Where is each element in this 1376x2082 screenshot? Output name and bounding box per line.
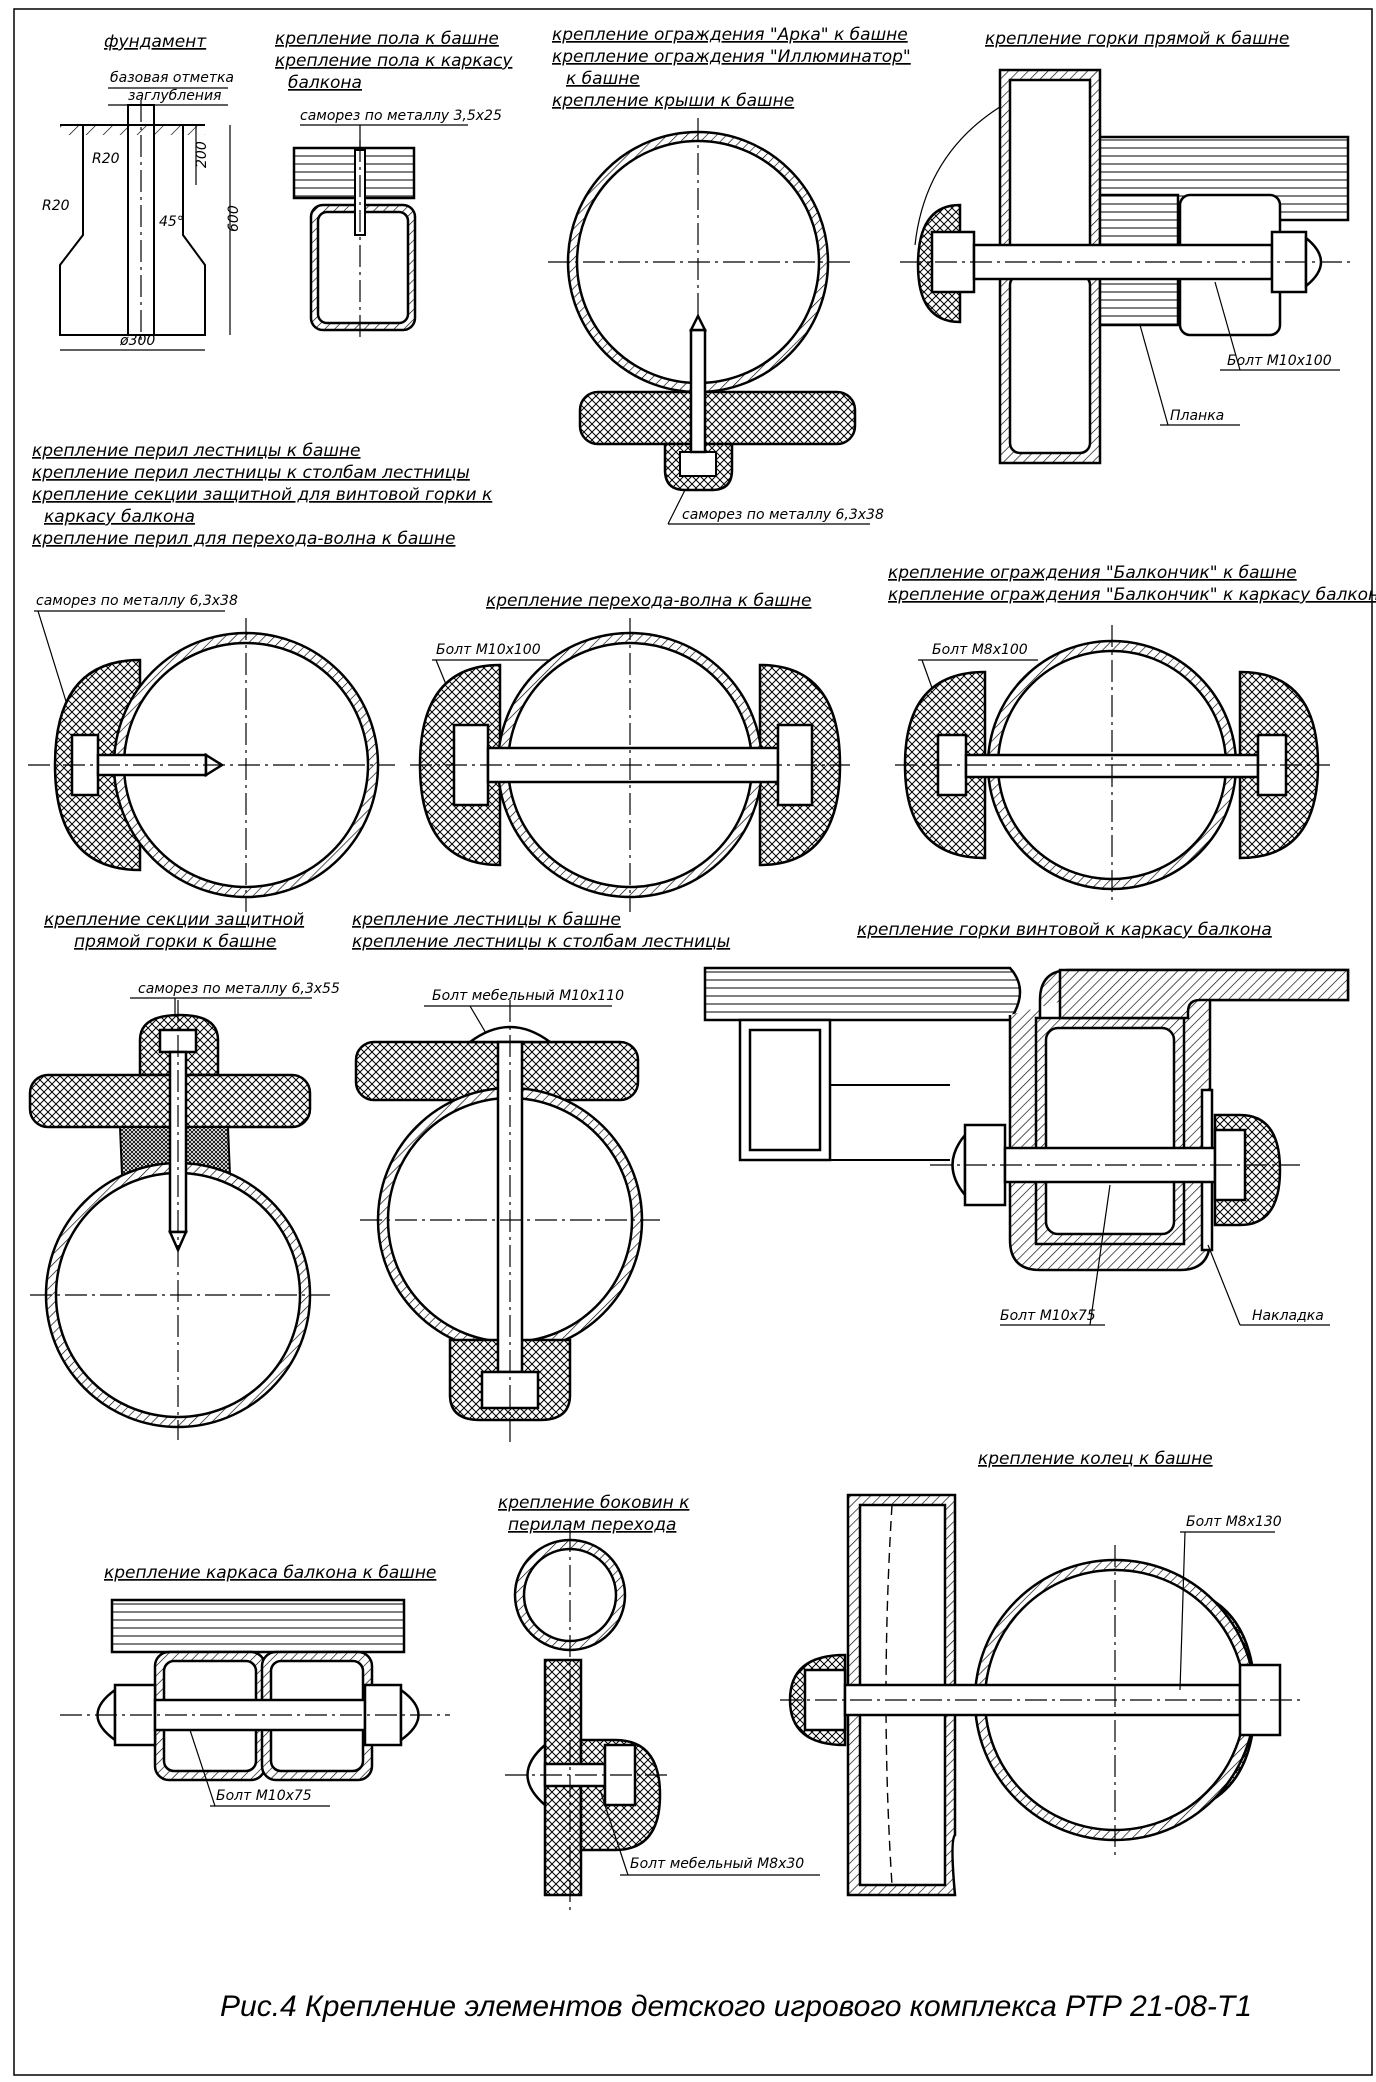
detail-rings: крепление колец к башне Болт М8х130 bbox=[780, 1449, 1300, 1897]
floor-title-2: крепление пола к каркасу bbox=[275, 51, 513, 71]
ladder-title-2: крепление лестницы к столбам лестницы bbox=[352, 932, 730, 952]
ladder-title-1: крепление лестницы к башне bbox=[352, 910, 621, 930]
railings-title-1: крепление перил лестницы к башне bbox=[32, 441, 361, 461]
detail-foundation: фундамент базовая отметка заглубления 60… bbox=[42, 32, 242, 351]
detail-balcony-fence: крепление ограждения "Балкончик" к башне… bbox=[888, 563, 1376, 905]
dim-d300: ø300 bbox=[119, 333, 155, 349]
side-panels-title-2: перилам перехода bbox=[508, 1515, 676, 1535]
wave-bolt-label: Болт М10х100 bbox=[436, 642, 541, 658]
ladder-bolt-label: Болт мебельный М10х110 bbox=[432, 988, 624, 1004]
detail-ladder: крепление лестницы к башне крепление лес… bbox=[352, 910, 730, 1445]
wave-title: крепление перехода-волна к башне bbox=[486, 591, 812, 611]
arch-title-4: крепление крыши к башне bbox=[552, 91, 794, 111]
straight-slide-bolt-label: Болт М10х100 bbox=[1227, 353, 1332, 369]
figure-caption: Рис.4 Крепление элементов детского игров… bbox=[220, 1990, 1252, 2023]
railings-titles: крепление перил лестницы к башне креплен… bbox=[32, 441, 493, 549]
side-panels-title-1: крепление боковин к bbox=[498, 1493, 690, 1513]
arch-screw-label: саморез по металлу 6,3х38 bbox=[682, 507, 884, 523]
screw-view-label: саморез по металлу 6,3х38 bbox=[36, 593, 238, 609]
angle-45: 45° bbox=[159, 214, 184, 230]
rings-title: крепление колец к башне bbox=[978, 1449, 1213, 1469]
rings-bolt-label: Болт М8х130 bbox=[1186, 1514, 1282, 1530]
detail-arch: крепление ограждения "Арка" к башне креп… bbox=[548, 25, 911, 525]
spiral-slide-bolt-label: Болт М10х75 bbox=[1000, 1308, 1096, 1324]
railings-title-3: крепление секции защитной для винтовой г… bbox=[32, 485, 493, 505]
balcony-frame-bolt-label: Болт М10х75 bbox=[216, 1788, 312, 1804]
r20-label-a: R20 bbox=[92, 151, 120, 167]
detail-side-panels: крепление боковин к перилам перехода Бол… bbox=[498, 1493, 820, 1910]
arch-title-3: к башне bbox=[566, 69, 640, 89]
dim-200: 200 bbox=[194, 141, 210, 168]
r20-label-b: R20 bbox=[42, 198, 70, 214]
detail-spiral-slide: крепление горки винтовой к каркасу балко… bbox=[703, 920, 1350, 1326]
straight-slide-title: крепление горки прямой к башне bbox=[985, 29, 1289, 49]
balcony-frame-title: крепление каркаса балкона к башне bbox=[104, 1563, 436, 1583]
base-mark-label: базовая отметка bbox=[110, 70, 234, 86]
protect-title-1: крепление секции защитной bbox=[44, 910, 304, 930]
railings-title-5: крепление перил для перехода-волна к баш… bbox=[32, 529, 455, 549]
balcony-fence-bolt-label: Болт М8х100 bbox=[932, 642, 1028, 658]
straight-slide-plate-label: Планка bbox=[1170, 408, 1224, 424]
railings-title-4: каркасу балкона bbox=[44, 507, 195, 527]
foundation-title: фундамент bbox=[104, 32, 207, 52]
floor-screw-label: саморез по металлу 3,5х25 bbox=[300, 108, 502, 124]
spiral-slide-overlay-label: Накладка bbox=[1252, 1308, 1324, 1324]
protect-title-2: прямой горки к башне bbox=[74, 932, 276, 952]
arch-title-1: крепление ограждения "Арка" к башне bbox=[552, 25, 908, 45]
detail-straight-slide: крепление горки прямой к башне Болт М10х… bbox=[900, 29, 1350, 465]
side-panels-bolt-label: Болт мебельный М8х30 bbox=[630, 1856, 804, 1872]
balcony-fence-title-1: крепление ограждения "Балкончик" к башне bbox=[888, 563, 1297, 583]
railings-title-2: крепление перил лестницы к столбам лестн… bbox=[32, 463, 470, 483]
detail-wave: крепление перехода-волна к башне Болт М1… bbox=[410, 591, 850, 912]
detail-floor: крепление пола к башне крепление пола к … bbox=[275, 29, 513, 340]
protect-screw-label: саморез по металлу 6,3х55 bbox=[138, 981, 340, 997]
balcony-fence-title-2: крепление ограждения "Балкончик" к карка… bbox=[888, 585, 1376, 605]
dim-600: 600 bbox=[226, 205, 242, 232]
floor-title-3: балкона bbox=[288, 73, 362, 93]
floor-title-1: крепление пола к башне bbox=[275, 29, 499, 49]
detail-balcony-frame: крепление каркаса балкона к башне Болт М… bbox=[60, 1563, 450, 1807]
base-mark-label-2: заглубления bbox=[128, 88, 221, 104]
arch-title-2: крепление ограждения "Иллюминатор" bbox=[552, 47, 911, 67]
detail-protect-section: крепление секции защитной прямой горки к… bbox=[28, 910, 340, 1440]
detail-screw-view: саморез по металлу 6,3х38 bbox=[28, 593, 395, 912]
page-frame bbox=[13, 8, 1373, 2076]
spiral-slide-title: крепление горки винтовой к каркасу балко… bbox=[857, 920, 1272, 940]
